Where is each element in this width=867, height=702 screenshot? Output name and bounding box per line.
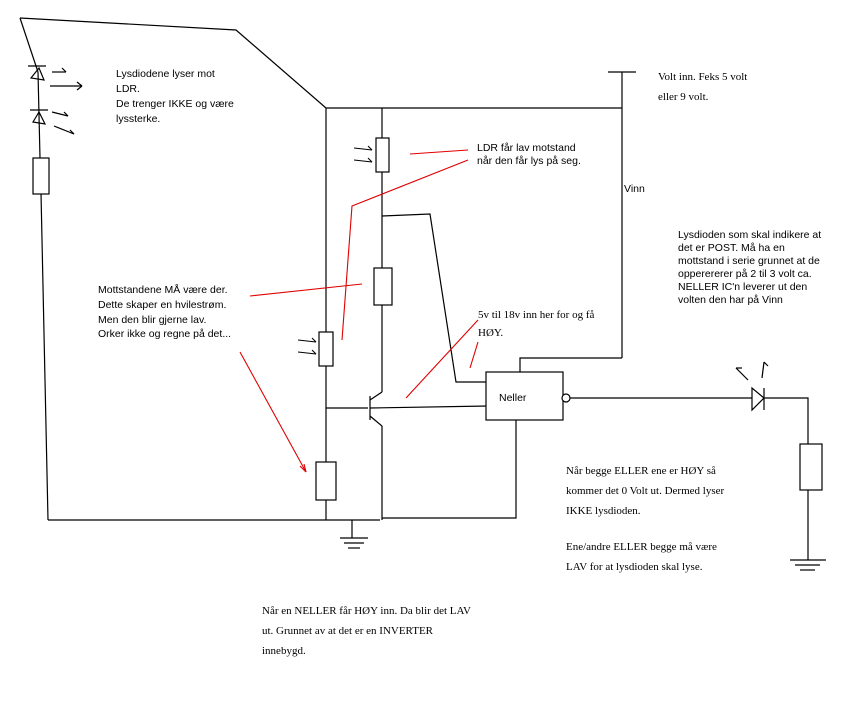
note-both-low: Ene/andre ELLER begge må være LAV for at… — [566, 541, 717, 573]
note-ldr: LDR får lav motstand når den får lys på … — [0, 0, 590, 167]
note-led-emit: Lysdiodene lyser mot LDR. De trenger IKK… — [0, 0, 248, 125]
note-vin-top: Volt inn. Feks 5 volt eller 9 volt. — [0, 0, 761, 103]
led-left-diodes — [28, 65, 83, 135]
resistor-middle — [373, 267, 393, 306]
ldr-bottom — [318, 331, 334, 367]
note-bottom: Når en NELLER får HØY inn. Da blir det L… — [262, 605, 471, 657]
ldr-light-arrows — [297, 145, 373, 355]
note-input-5-18: 5v til 18v inn her for og få HØY. — [0, 0, 608, 339]
circuit-wires — [19, 17, 826, 571]
annotation-pointers — [239, 149, 479, 473]
note-resistors: Mottstandene MÅ være der. Dette skaper e… — [0, 0, 242, 340]
gate-label: Neller — [499, 392, 527, 404]
note-both-high: Når begge ELLER ene er HØY så kommer det… — [566, 465, 724, 517]
label-vinn: Vinn — [624, 183, 645, 195]
nor-gate: Neller — [485, 371, 571, 421]
resistor-right — [799, 443, 823, 491]
ldr-top — [375, 137, 390, 173]
inverter-bubble — [561, 393, 571, 403]
led-post-diode — [735, 361, 769, 412]
note-led-post: Lysdioden som skal indikere at det er PO… — [0, 0, 836, 306]
resistor-bottom — [315, 461, 337, 501]
resistor-left — [32, 157, 50, 195]
